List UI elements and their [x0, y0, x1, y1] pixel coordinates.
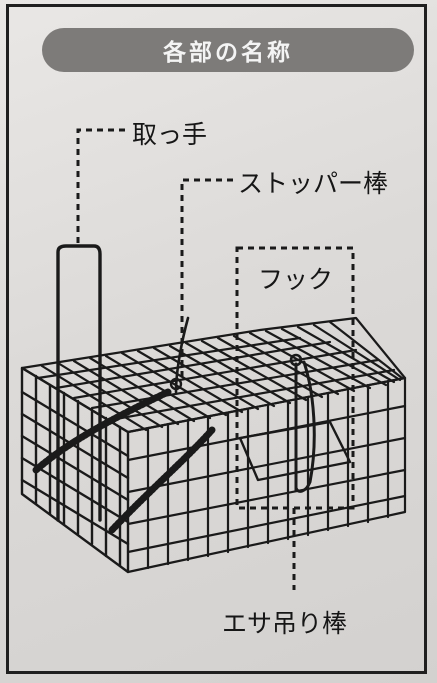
door-spring: [32, 388, 172, 474]
stopper-leader-line: [180, 178, 233, 380]
hook-label: フック: [258, 265, 334, 294]
bait-hanging-bar-label: エサ吊り棒: [222, 609, 348, 638]
stopper-bar: [174, 316, 190, 394]
stopper-bar-label: ストッパー棒: [238, 169, 389, 198]
diagram-title: 各部の名称: [163, 40, 293, 66]
side-spring: [108, 426, 216, 534]
handle-label: 取っ手: [132, 120, 208, 149]
handle-leader-line: [76, 128, 125, 248]
cage-side-panel: [126, 376, 407, 574]
title-banner: 各部の名称: [42, 28, 414, 72]
cage-top-panel: [20, 316, 407, 434]
diagram-frame: [6, 4, 427, 674]
handle: [56, 244, 102, 522]
trigger-plate: [238, 420, 352, 482]
stopper-bar-ring: [169, 377, 183, 391]
